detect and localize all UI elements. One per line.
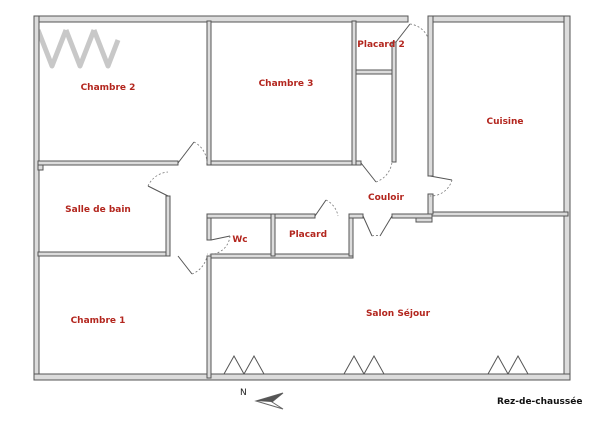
room-label-chambre-3: Chambre 3 [259,79,314,89]
room-label-placard: Placard [289,230,327,240]
room-label-chambre-1: Chambre 1 [71,316,126,326]
doors [147,23,453,275]
level-caption: Rez-de-chaussée [497,396,582,407]
north-label: N [240,388,247,398]
room-label-salon-sejour: Salon Séjour [366,308,431,319]
exterior-walls [33,15,571,381]
room-label-placard-2: Placard 2 [357,40,404,50]
windows [223,354,529,375]
logo-icon [35,29,121,69]
room-label-wc: Wc [232,235,247,245]
north-arrow-icon [254,392,284,410]
room-label-chambre-2: Chambre 2 [81,83,136,93]
room-label-cuisine: Cuisine [486,117,523,127]
room-label-couloir: Couloir [368,193,405,203]
room-label-salle-de-bain: Salle de bain [65,205,131,215]
